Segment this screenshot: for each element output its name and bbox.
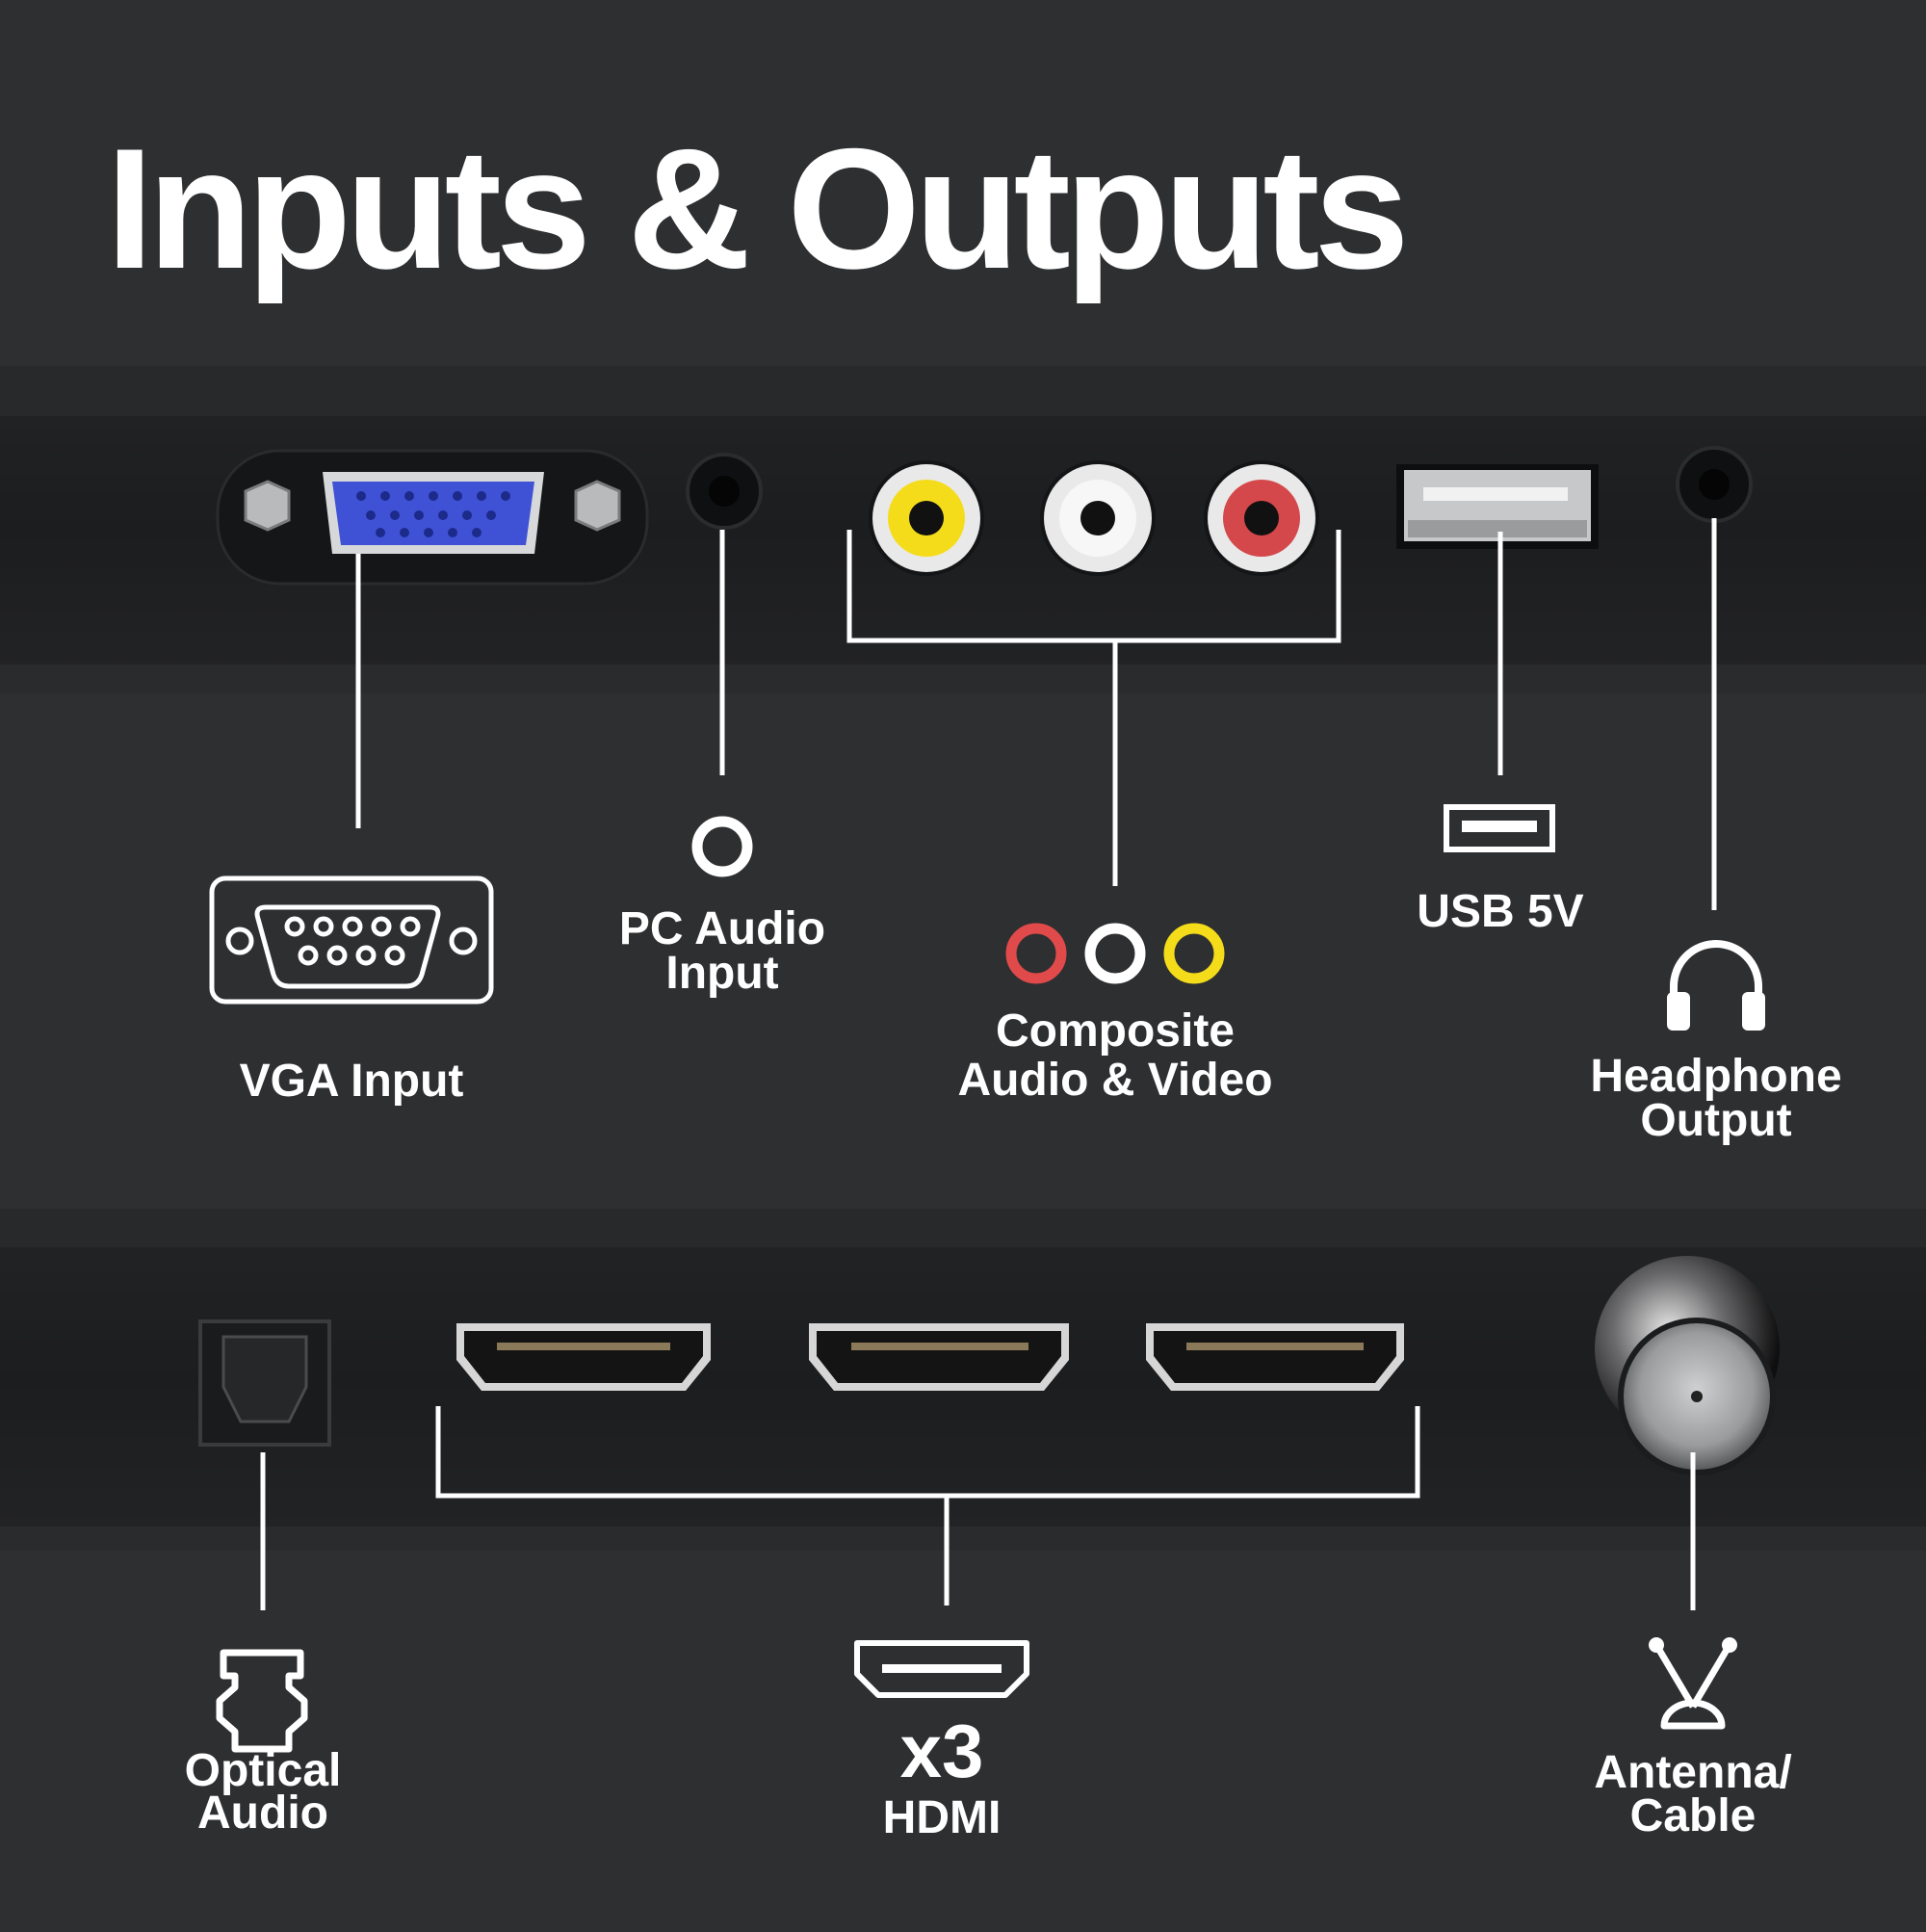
hdmi-port-3 xyxy=(1146,1323,1404,1391)
upper-leader-lines xyxy=(355,518,1717,910)
headphone-label-line2: Output xyxy=(1640,1095,1791,1146)
coax-port xyxy=(1595,1256,1780,1475)
vga-port xyxy=(216,449,649,586)
ring-jack-icon xyxy=(691,816,753,877)
hdmi-port-icon xyxy=(854,1640,1029,1698)
headphones-icon xyxy=(1667,940,1765,1031)
composite-label-line2: Audio & Video xyxy=(957,1055,1272,1106)
vga-blue-block xyxy=(332,482,534,545)
rca-jack-red xyxy=(1204,460,1319,576)
headphone-label-line1: Headphone xyxy=(1590,1051,1841,1102)
usb-port xyxy=(1396,464,1599,549)
optical-toslink-icon xyxy=(216,1649,308,1753)
rca-three-rings-icon xyxy=(1005,923,1225,984)
optical-port xyxy=(198,1319,331,1447)
hdmi-port-2 xyxy=(809,1323,1069,1391)
pc-audio-label-line2: Input xyxy=(665,948,778,999)
composite-label-line1: Composite xyxy=(996,1005,1235,1057)
page-title: Inputs & Outputs xyxy=(106,113,1404,304)
pc-audio-jack xyxy=(686,453,763,530)
antenna-icon xyxy=(1649,1637,1737,1730)
hdmi-port-1 xyxy=(456,1323,711,1391)
usb-port-icon xyxy=(1444,804,1555,852)
lower-leader-lines xyxy=(260,1406,1696,1610)
optical-label-line1: Optical xyxy=(185,1745,342,1796)
pc-audio-label-line1: PC Audio xyxy=(619,903,825,954)
rca-jack-white xyxy=(1040,460,1156,576)
vga-label: VGA Input xyxy=(240,1056,464,1107)
antenna-label-line2: Cable xyxy=(1630,1790,1757,1841)
optical-label-line2: Audio xyxy=(197,1788,328,1839)
usb-label: USB 5V xyxy=(1417,886,1583,937)
hdmi-label: HDMI xyxy=(883,1792,1002,1843)
antenna-label-line1: Antenna/ xyxy=(1594,1747,1791,1798)
hdmi-count: x3 xyxy=(900,1709,984,1793)
vga-connector-icon xyxy=(209,875,494,1005)
rca-jack-yellow xyxy=(869,460,984,576)
headphone-jack xyxy=(1676,446,1753,523)
